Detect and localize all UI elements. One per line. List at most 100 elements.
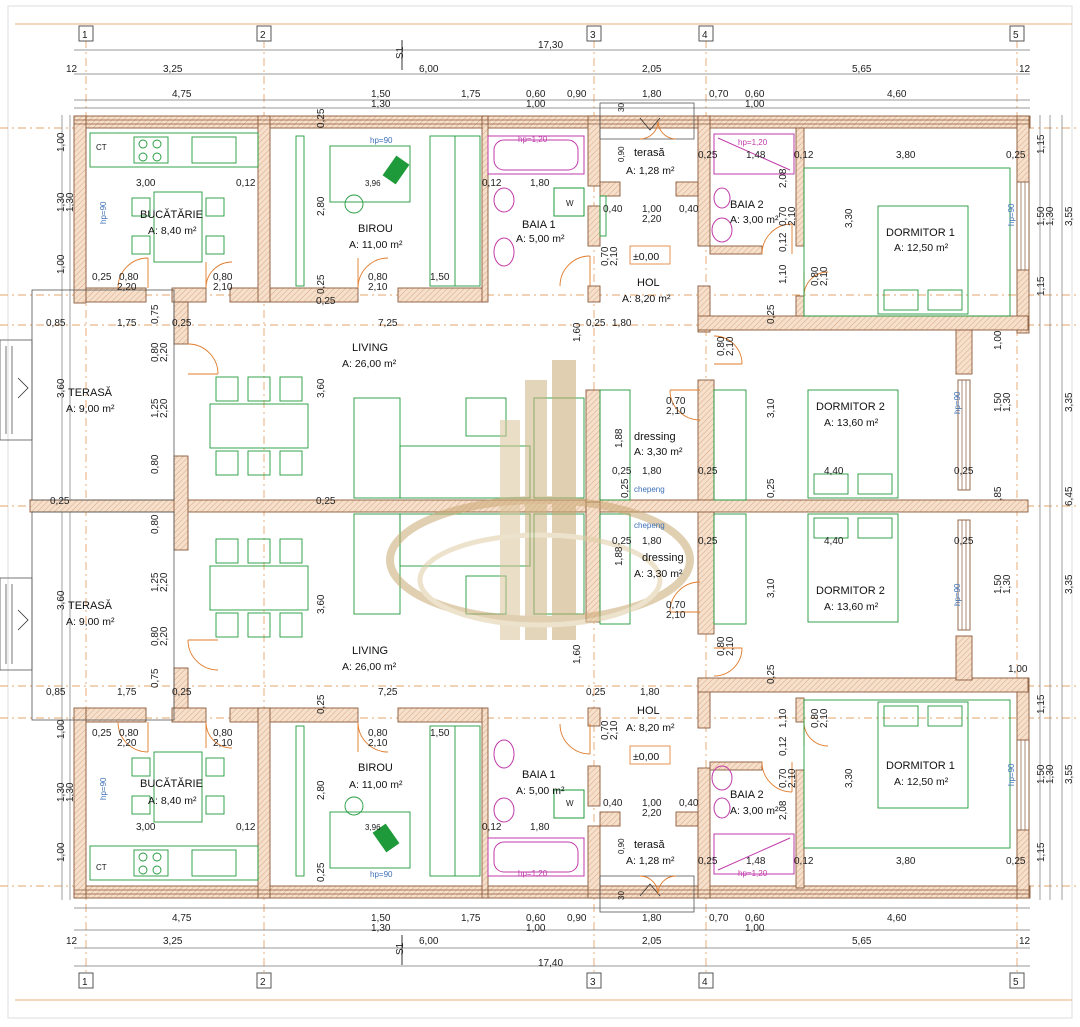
- svg-text:0,25: 0,25: [586, 318, 606, 329]
- svg-text:1,00: 1,00: [56, 842, 67, 862]
- svg-text:3,60: 3,60: [316, 378, 327, 398]
- svg-text:0,25: 0,25: [92, 272, 112, 283]
- room-area-baia2-bottom: A: 3,00 m²: [730, 805, 779, 817]
- svg-text:3,55: 3,55: [1064, 764, 1075, 784]
- svg-text:0,25: 0,25: [92, 728, 112, 739]
- svg-text:0,25: 0,25: [766, 304, 777, 324]
- svg-text:0,25: 0,25: [698, 150, 718, 161]
- svg-text:2,10: 2,10: [819, 266, 830, 286]
- watermark-logo: [386, 360, 694, 640]
- svg-text:1,00: 1,00: [993, 330, 1004, 350]
- axis-label-3-top: 3: [590, 30, 596, 41]
- svg-text:2,20: 2,20: [159, 342, 170, 362]
- svg-text:S1: S1: [395, 46, 406, 59]
- svg-text:0,25: 0,25: [954, 466, 974, 477]
- svg-text:1,30: 1,30: [65, 192, 76, 212]
- svg-text:0,25: 0,25: [698, 536, 718, 547]
- room-area-baia1-top: A: 5,00 m²: [516, 233, 565, 245]
- svg-text:chepeng: chepeng: [634, 521, 665, 530]
- svg-text:0,70: 0,70: [666, 396, 686, 407]
- svg-text:1,80: 1,80: [642, 89, 662, 100]
- room-name-hol-bottom: HOL: [637, 705, 660, 717]
- svg-text:1,80: 1,80: [642, 536, 662, 547]
- svg-text:4,75: 4,75: [172, 89, 192, 100]
- svg-text:1,50: 1,50: [430, 272, 450, 283]
- svg-text:0,80: 0,80: [150, 454, 161, 474]
- svg-text:hp=90: hp=90: [953, 583, 962, 606]
- svg-text:2,20: 2,20: [159, 626, 170, 646]
- svg-text:1,80: 1,80: [640, 687, 660, 698]
- level-marker-top: ±0,00: [633, 251, 659, 263]
- svg-text:1,00: 1,00: [56, 719, 67, 739]
- svg-text:1,15: 1,15: [1036, 134, 1047, 154]
- svg-text:2,20: 2,20: [117, 282, 137, 293]
- svg-text:12: 12: [1019, 936, 1031, 947]
- svg-text:3,00: 3,00: [136, 822, 156, 833]
- svg-text:3,25: 3,25: [163, 936, 183, 947]
- svg-text:2,10: 2,10: [609, 246, 620, 266]
- dimension-chain-top: [74, 49, 1030, 109]
- svg-text:0,60: 0,60: [745, 89, 765, 100]
- svg-text:0,90: 0,90: [617, 146, 626, 162]
- svg-text:0,25: 0,25: [172, 687, 192, 698]
- svg-text:1,75: 1,75: [117, 318, 137, 329]
- room-area-terasa-left-top: A: 9,00 m²: [66, 403, 115, 415]
- room-area-dressing-bottom: A: 3,30 m²: [634, 568, 683, 580]
- svg-text:1,50: 1,50: [1036, 764, 1047, 784]
- svg-text:1,60: 1,60: [572, 322, 583, 342]
- svg-text:2,10: 2,10: [819, 708, 830, 728]
- dimension-row-b-bottom: 4,75 1,50 1,75 0,60 0,90 1,80 0,70 0,60 …: [172, 913, 907, 934]
- svg-text:0,25: 0,25: [50, 496, 70, 507]
- svg-text:1,15: 1,15: [1036, 276, 1047, 296]
- svg-text:0,25: 0,25: [766, 664, 777, 684]
- svg-text:0,25: 0,25: [586, 687, 606, 698]
- svg-text:4,40: 4,40: [824, 466, 844, 477]
- svg-text:6,45: 6,45: [1064, 486, 1075, 506]
- svg-text:1,80: 1,80: [642, 466, 662, 477]
- room-area-baia2-top: A: 3,00 m²: [730, 214, 779, 226]
- room-area-bucatarie-bottom: A: 8,40 m²: [148, 795, 197, 807]
- room-area-baia1-bottom: A: 5,00 m²: [516, 785, 565, 797]
- svg-text:30: 30: [617, 891, 626, 900]
- svg-text:0,70: 0,70: [778, 206, 789, 226]
- svg-text:4,60: 4,60: [887, 913, 907, 924]
- svg-text:W: W: [566, 799, 574, 808]
- room-name-dressing-top: dressing: [634, 431, 676, 443]
- svg-text:0,80: 0,80: [368, 272, 388, 283]
- svg-text:1,50: 1,50: [371, 913, 391, 924]
- svg-text:2,10: 2,10: [787, 768, 798, 788]
- svg-text:1,00: 1,00: [642, 798, 662, 809]
- room-area-living-bottom: A: 26,00 m²: [342, 661, 397, 673]
- room-name-baia2-top: BAIA 2: [730, 199, 764, 211]
- svg-text:2,10: 2,10: [725, 636, 736, 656]
- room-name-terasa-bottom: terasă: [634, 839, 665, 851]
- svg-text:0,80: 0,80: [119, 272, 139, 283]
- svg-text:0,60: 0,60: [526, 913, 546, 924]
- svg-text:1,00: 1,00: [642, 204, 662, 215]
- svg-text:2,80: 2,80: [316, 780, 327, 800]
- svg-text:1,48: 1,48: [746, 150, 766, 161]
- axis-label-2-bottom: 2: [260, 977, 266, 988]
- svg-text:0,70: 0,70: [709, 913, 729, 924]
- svg-text:0,85: 0,85: [46, 318, 66, 329]
- room-name-dormitor2-top: DORMITOR 2: [816, 401, 885, 413]
- level-marker-bottom: ±0,00: [633, 751, 659, 763]
- doors: [117, 120, 829, 895]
- room-name-dormitor1-bottom: DORMITOR 1: [886, 760, 955, 772]
- terrace-front-outline: [599, 102, 695, 913]
- svg-text:0,80: 0,80: [150, 514, 161, 534]
- svg-text:2,20: 2,20: [642, 214, 662, 225]
- svg-text:1,25: 1,25: [150, 398, 161, 418]
- svg-text:2,20: 2,20: [642, 808, 662, 819]
- axis-label-5-top: 5: [1013, 30, 1019, 41]
- svg-text:1,80: 1,80: [530, 178, 550, 189]
- svg-text:2,10: 2,10: [666, 406, 686, 417]
- room-area-dressing-top: A: 3,30 m²: [634, 446, 683, 458]
- svg-text:2,08: 2,08: [778, 800, 789, 820]
- svg-text:0,80: 0,80: [810, 266, 821, 286]
- svg-text:1,10: 1,10: [778, 708, 789, 728]
- svg-text:2,10: 2,10: [725, 336, 736, 356]
- svg-text:3,00: 3,00: [136, 178, 156, 189]
- svg-text:1,75: 1,75: [461, 913, 481, 924]
